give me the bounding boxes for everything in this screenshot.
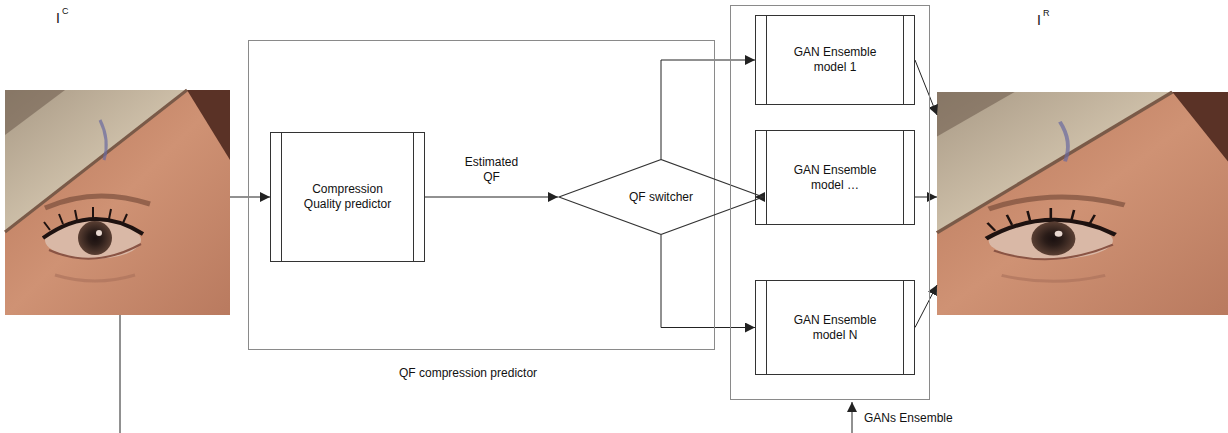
node-label: GAN Ensemble model …: [785, 163, 885, 193]
image-symbol: I: [1037, 12, 1041, 28]
image-superscript: C: [62, 6, 69, 16]
box-side-line: [766, 281, 767, 374]
decision-diamond: QF switcher: [558, 159, 764, 235]
group-heading: GANs Ensemble: [864, 411, 953, 425]
node-label: GAN Ensemble model N: [785, 313, 885, 343]
process-box: Compression Quality predictor: [270, 132, 425, 262]
box-side-line: [281, 133, 282, 261]
image-symbol: I: [56, 10, 60, 26]
node-label: GAN Ensemble model 1: [785, 45, 885, 75]
box-side-line: [903, 131, 904, 224]
model-box: GAN Ensemble model 1: [755, 15, 915, 105]
box-side-line: [766, 16, 767, 104]
connector-arrow: [425, 197, 558, 198]
connector-arrow: [230, 197, 270, 198]
model-box: GAN Ensemble model …: [755, 130, 915, 225]
leader-line: [120, 315, 121, 433]
edge-label: Estimated QF: [460, 155, 524, 185]
box-side-line: [413, 133, 414, 261]
box-side-line: [903, 16, 904, 104]
box-side-line: [903, 281, 904, 374]
model-box: GAN Ensemble model N: [755, 280, 915, 375]
image-superscript: R: [1043, 8, 1050, 18]
connector-arrow: [661, 235, 755, 328]
pointer-arrow: [852, 402, 853, 433]
connector-arrow: [661, 60, 755, 159]
box-side-line: [766, 131, 767, 224]
output-image: IR: [937, 92, 1228, 315]
predictor-group: QF compression predictorCompression Qual…: [248, 40, 715, 350]
node-label: Compression Quality predictor: [293, 182, 403, 212]
node-label: QF switcher: [616, 190, 706, 205]
connector-arrow: [915, 197, 937, 198]
connector-arrow: [915, 285, 937, 328]
connector-arrow: [915, 60, 937, 115]
input-image: IC: [5, 90, 230, 315]
ensemble-group: GANs EnsembleGAN Ensemble model 1GAN Ens…: [730, 5, 930, 400]
group-heading: QF compression predictor: [399, 366, 537, 380]
